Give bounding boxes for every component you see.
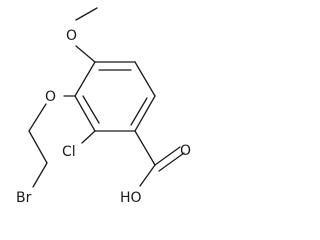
hydroxyl-label: HO bbox=[120, 190, 142, 206]
bond-ether-o-ch2 bbox=[28, 103, 47, 132]
chemical-structure: O O Cl Br O HO bbox=[16, 7, 191, 206]
bond-ring-c3-c4 bbox=[134, 95, 156, 132]
bond-ch2-br bbox=[32, 162, 48, 188]
methoxy-oxygen-label: O bbox=[66, 28, 77, 44]
bromine-label: Br bbox=[16, 190, 32, 206]
bond-ring-c3-c4-inner bbox=[130, 97, 148, 126]
chlorine-label: Cl bbox=[62, 144, 76, 160]
bond-carbonyl-double-b bbox=[158, 152, 185, 172]
bond-ch2-ch2 bbox=[28, 130, 48, 164]
bond-ring-c2-c3 bbox=[134, 61, 156, 97]
carbonyl-oxygen-label: O bbox=[180, 143, 191, 159]
bond-ring-c5-c6 bbox=[74, 95, 96, 132]
ether-oxygen-label: O bbox=[45, 89, 56, 105]
bond-carboxyl-oh bbox=[139, 164, 156, 187]
bond-carbonyl-double-a bbox=[154, 146, 181, 166]
bond-ring-c5-c6-inner bbox=[82, 95, 100, 124]
bond-methoxy-o-ring bbox=[75, 45, 96, 63]
bond-ring-cl bbox=[81, 130, 96, 144]
bond-ring-c6-c1 bbox=[74, 61, 96, 97]
bond-methyl-methoxy-o bbox=[75, 7, 98, 21]
bond-ring-carboxyl-c bbox=[134, 130, 156, 166]
